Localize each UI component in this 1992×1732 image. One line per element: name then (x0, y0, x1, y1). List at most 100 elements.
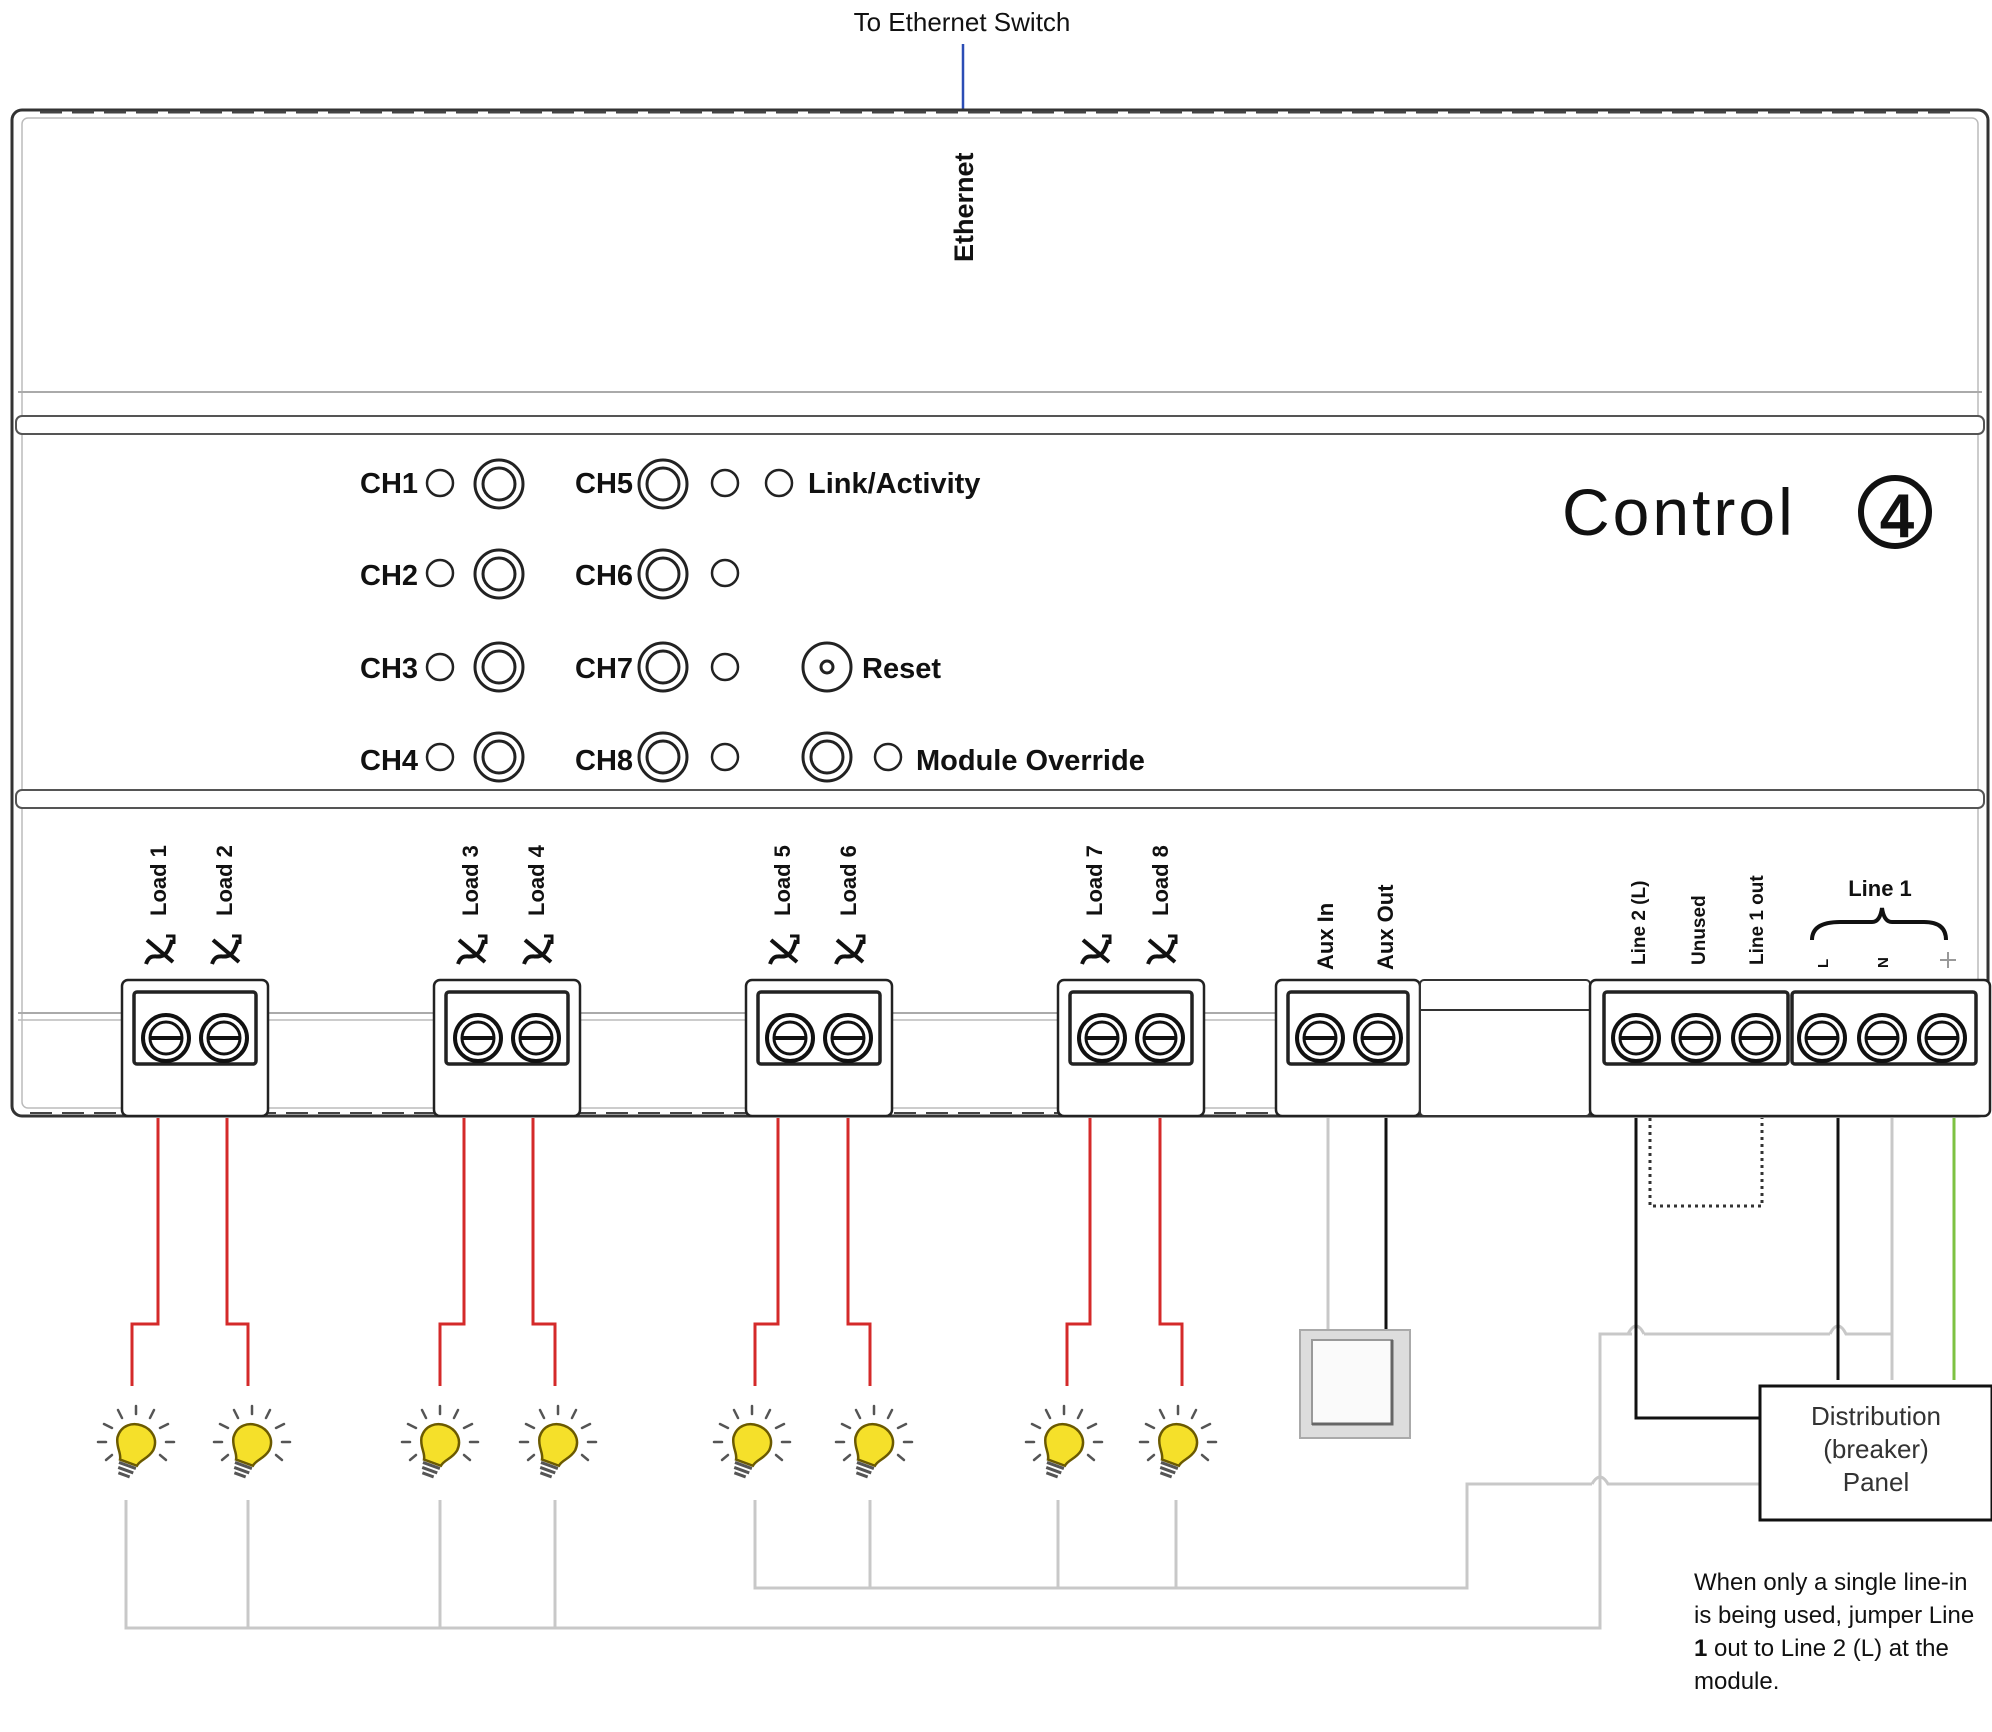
line2-label: Line 2 (L) (1629, 881, 1650, 965)
ch5-button[interactable] (637, 458, 689, 510)
ch8-led (710, 742, 740, 772)
ch3-label: CH3 (360, 653, 418, 685)
panel-line3: Panel (1843, 1467, 1910, 1497)
load1-wire (130, 1118, 160, 1386)
terminal-screw-load8 (1135, 1013, 1185, 1063)
terminal-screw-line1-n (1857, 1013, 1907, 1063)
ch7-button[interactable] (637, 641, 689, 693)
reset-button[interactable] (801, 641, 853, 693)
brand-mark: 4 (1880, 482, 1915, 551)
terminal-screw-load4 (511, 1013, 561, 1063)
module-override-label: Module Override (916, 745, 1145, 777)
hot-wires (1384, 1118, 1840, 1420)
terminal-screw-load2 (199, 1013, 249, 1063)
ethernet-port-label: Ethernet (949, 152, 979, 262)
load1-label: Load 1 (146, 845, 171, 916)
ground-icon (1940, 952, 1956, 968)
terminal-screw-line2 (1611, 1013, 1661, 1063)
load5-wire (753, 1118, 780, 1386)
terminal-screw-load5 (765, 1013, 815, 1063)
terminal-screw-unused (1671, 1013, 1721, 1063)
load7-wire (1065, 1118, 1092, 1386)
terminal-screw-line1-l (1797, 1013, 1847, 1063)
terminal-screw-line1-out (1731, 1013, 1781, 1063)
jumper-note-bold: 1 (1694, 1635, 1708, 1662)
bulb-icon-load6 (834, 1404, 914, 1480)
ch1-led (425, 468, 455, 498)
line1-n-label: N (1875, 957, 1892, 968)
ch2-label: CH2 (360, 560, 418, 592)
load6-wire (846, 1118, 872, 1386)
ch2-button[interactable] (473, 548, 525, 600)
line1-brace (1810, 907, 1948, 941)
load4-label: Load 4 (524, 844, 549, 916)
terminal-screw-line1-ground (1917, 1013, 1967, 1063)
terminal-screw-load6 (823, 1013, 873, 1063)
control4-logo: Control 4 (1562, 475, 1932, 551)
bulb-icon-load7 (1024, 1404, 1104, 1480)
ch6-label: CH6 (575, 560, 633, 592)
bulb-icon-load3 (400, 1404, 480, 1480)
terminal-screw-load7 (1077, 1013, 1127, 1063)
ch3-button[interactable] (473, 641, 525, 693)
load5-label: Load 5 (770, 845, 795, 916)
unused-label: Unused (1689, 895, 1710, 965)
line1-l-label: L (1815, 959, 1832, 968)
panel-line1: Distribution (1811, 1401, 1941, 1431)
load8-label: Load 8 (1148, 845, 1173, 916)
load2-label: Load 2 (212, 845, 237, 916)
ch1-button[interactable] (473, 458, 525, 510)
brand-wordmark: Control (1562, 475, 1796, 549)
bulb-icon-load8 (1138, 1404, 1218, 1480)
ch3-led (425, 652, 455, 682)
load3-wire (438, 1118, 466, 1386)
ch4-label: CH4 (360, 745, 418, 777)
ch7-label: CH7 (575, 653, 633, 685)
load7-label: Load 7 (1082, 845, 1107, 916)
terminal-screw-load3 (453, 1013, 503, 1063)
ch5-led (710, 468, 740, 498)
link-activity-label: Link/Activity (808, 468, 980, 500)
load6-label: Load 6 (836, 845, 861, 916)
bulb-icon-load2 (212, 1404, 292, 1480)
reset-label: Reset (862, 653, 941, 685)
distribution-panel: Distribution (breaker) Panel (1758, 1384, 1992, 1522)
jumper-wire (1648, 1118, 1764, 1208)
jumper-note: When only a single line-in is being used… (1694, 1566, 1984, 1698)
load2-wire (225, 1118, 250, 1386)
bulb-icon-load4 (518, 1404, 598, 1480)
terminal-screw-aux-in (1295, 1013, 1345, 1063)
ch4-button[interactable] (473, 731, 525, 783)
ch6-led (710, 558, 740, 588)
line1-label: Line 1 (1848, 876, 1912, 901)
neutral-wires (124, 1118, 1894, 1630)
load8-wire (1158, 1118, 1184, 1386)
ch1-label: CH1 (360, 468, 418, 500)
ethernet-switch-label: To Ethernet Switch (854, 7, 1071, 37)
load3-label: Load 3 (458, 845, 483, 916)
terminal-spacer (1419, 979, 1591, 1117)
ch2-led (425, 558, 455, 588)
ch8-label: CH8 (575, 745, 633, 777)
aux-out-label: Aux Out (1373, 884, 1398, 970)
ch7-led (710, 652, 740, 682)
module-override-button[interactable] (801, 731, 853, 783)
bulb-icon-load5 (712, 1404, 792, 1480)
jumper-note-text-2: out to Line 2 (L) at the module. (1694, 1635, 1949, 1695)
terminal-screw-load1 (141, 1013, 191, 1063)
jumper-note-text-1: When only a single line-in is being used… (1694, 1569, 1975, 1629)
line1-out-label: Line 1 out (1747, 875, 1768, 965)
link-activity-led (764, 468, 794, 498)
panel-line2: (breaker) (1823, 1434, 1928, 1464)
terminal-screw-aux-out (1353, 1013, 1403, 1063)
ch8-button[interactable] (637, 731, 689, 783)
aux-in-label: Aux In (1313, 903, 1338, 970)
ch4-led (425, 742, 455, 772)
dimmer-module (10, 108, 1990, 1118)
ch5-label: CH5 (575, 468, 633, 500)
module-override-led (873, 742, 903, 772)
ch6-button[interactable] (637, 548, 689, 600)
aux-switch[interactable] (1299, 1329, 1411, 1439)
load-wires (130, 1118, 1184, 1386)
